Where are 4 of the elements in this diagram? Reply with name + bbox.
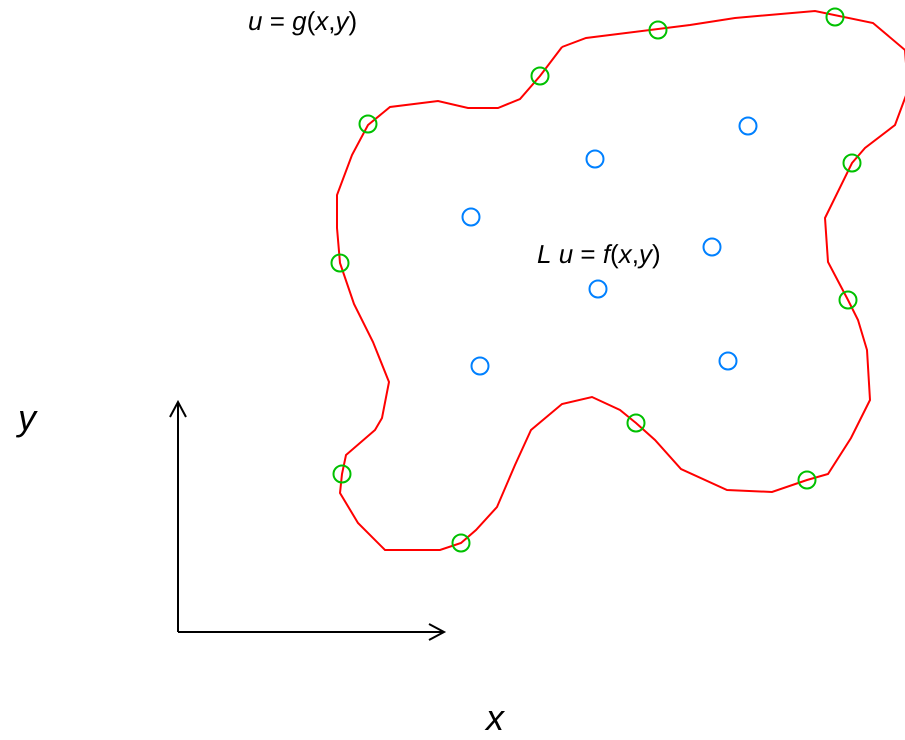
boundary-condition-label: u = g(x,y) (248, 8, 358, 34)
axis-label: x (486, 700, 504, 736)
axis-label: y (18, 400, 36, 436)
equation-label: L u = f(x,y) (537, 241, 661, 267)
